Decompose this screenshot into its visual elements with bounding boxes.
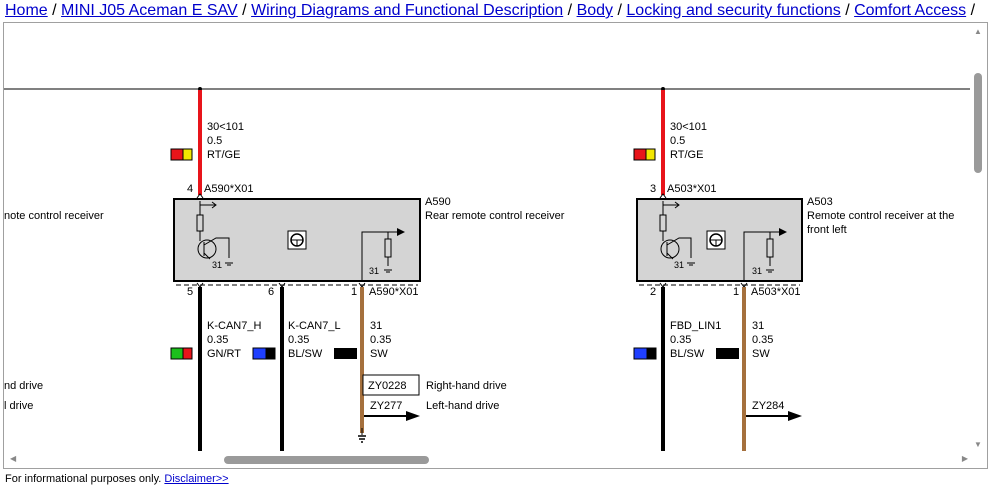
footer-text: For informational purposes only. bbox=[5, 473, 162, 485]
a590-id: A590 bbox=[425, 196, 451, 208]
a503-supply-size: 0.5 bbox=[670, 135, 685, 147]
zy0228-box bbox=[362, 374, 420, 396]
a503-inner-ground-2: 31 bbox=[752, 266, 762, 276]
a503-pin2-size: 0.35 bbox=[670, 334, 691, 346]
a503-connector-top: A503*X01 bbox=[667, 183, 717, 195]
breadcrumb-separator: / bbox=[52, 2, 57, 19]
color-swatch-black bbox=[334, 348, 357, 359]
a590-supply-size: 0.5 bbox=[207, 135, 222, 147]
transistor-symbol bbox=[197, 239, 217, 259]
a590-pin1-color: SW bbox=[370, 348, 388, 360]
a590-name: Rear remote control receiver bbox=[425, 210, 565, 222]
ground-symbol bbox=[358, 435, 366, 443]
color-swatch-black bbox=[646, 347, 657, 360]
breadcrumb-separator: / bbox=[567, 2, 573, 19]
a590-supply-signal: 30<101 bbox=[207, 121, 244, 133]
color-swatch-black bbox=[716, 348, 739, 359]
a590-zy-box-label: Right-hand drive bbox=[426, 380, 507, 392]
breadcrumb-locking-security[interactable]: Locking and security functions bbox=[626, 2, 841, 19]
a590-pin5-color: GN/RT bbox=[207, 348, 241, 360]
a503-pin-2: 2 bbox=[650, 286, 656, 298]
a590-pin6-signal: K-CAN7_L bbox=[288, 320, 341, 332]
connector-mark bbox=[196, 193, 204, 199]
a590-pin5-signal: K-CAN7_H bbox=[207, 320, 261, 332]
breadcrumb-home[interactable]: Home bbox=[5, 2, 48, 19]
a503-supply-color: RT/GE bbox=[670, 149, 703, 161]
a590-connector-top: A590*X01 bbox=[204, 183, 254, 195]
diagram-viewer[interactable]: note control receiver nd drive l drive 3… bbox=[3, 22, 988, 469]
disclaimer-link[interactable]: Disclaimer>> bbox=[164, 473, 229, 485]
a503-name-line1: Remote control receiver at the bbox=[807, 210, 954, 222]
scroll-up-icon[interactable]: ▲ bbox=[974, 27, 982, 36]
a503-pin2-signal: FBD_LIN1 bbox=[670, 320, 721, 332]
color-swatch-blue bbox=[633, 347, 648, 360]
a590-zy-arrow: ZY277 bbox=[370, 400, 402, 412]
breadcrumb-separator: / bbox=[617, 2, 622, 19]
color-swatch-green bbox=[170, 347, 184, 360]
a503-supply-pin: 3 bbox=[650, 183, 656, 195]
color-swatch-yellow bbox=[182, 148, 193, 161]
a503-zy-arrow: ZY284 bbox=[752, 400, 784, 412]
color-swatch-blue bbox=[252, 347, 267, 360]
a590-group: 30<101 0.5 RT/GE 4 A590*X01 A590 Rear re… bbox=[170, 90, 565, 453]
breadcrumb-wiring-diagrams[interactable]: Wiring Diagrams and Functional Descripti… bbox=[251, 2, 564, 19]
breadcrumb-body[interactable]: Body bbox=[576, 2, 614, 19]
a590-connector-bottom: A590*X01 bbox=[369, 286, 419, 298]
color-swatch-red bbox=[182, 347, 193, 360]
breadcrumb-separator: / bbox=[845, 2, 850, 19]
a590-pin6-size: 0.35 bbox=[288, 334, 309, 346]
a590-pin5-size: 0.35 bbox=[207, 334, 228, 346]
breadcrumb-separator: / bbox=[970, 2, 976, 19]
color-swatch-yellow bbox=[645, 148, 656, 161]
breadcrumb-comfort-access[interactable]: Comfort Access bbox=[854, 2, 967, 19]
color-swatch-black bbox=[265, 347, 276, 360]
a503-id: A503 bbox=[807, 196, 833, 208]
a503-group: 30<101 0.5 RT/GE 3 A503*X01 A503 Remote … bbox=[633, 90, 954, 453]
a590-supply-pin: 4 bbox=[187, 183, 193, 195]
transistor-symbol bbox=[660, 239, 680, 259]
a590-zy-arrow-label: Left-hand drive bbox=[426, 400, 499, 412]
breadcrumb: Home / MINI J05 Aceman E SAV / Wiring Di… bbox=[5, 2, 975, 20]
a590-pin1-signal: 31 bbox=[370, 320, 382, 332]
partial-rhd-label: nd drive bbox=[4, 380, 43, 392]
breadcrumb-vehicle[interactable]: MINI J05 Aceman E SAV bbox=[61, 2, 238, 19]
vertical-scroll-thumb[interactable] bbox=[974, 73, 982, 173]
a503-name-line2: front left bbox=[807, 224, 847, 236]
a590-pin-5: 5 bbox=[187, 286, 193, 298]
horizontal-scroll-thumb[interactable] bbox=[224, 456, 429, 464]
a503-pin-1: 1 bbox=[733, 286, 739, 298]
partial-component-label: note control receiver bbox=[4, 210, 104, 222]
a590-pin1-size: 0.35 bbox=[370, 334, 391, 346]
footer: For informational purposes only. Disclai… bbox=[5, 473, 229, 485]
scroll-right-icon[interactable]: ▶ bbox=[961, 454, 968, 463]
a503-supply-signal: 30<101 bbox=[670, 121, 707, 133]
a590-pin6-color: BL/SW bbox=[288, 348, 323, 360]
a590-supply-color: RT/GE bbox=[207, 149, 240, 161]
scroll-down-icon[interactable]: ▼ bbox=[974, 440, 982, 449]
a503-inner-ground: 31 bbox=[674, 260, 684, 270]
a503-pin1-size: 0.35 bbox=[752, 334, 773, 346]
a503-pin1-color: SW bbox=[752, 348, 770, 360]
horizontal-scrollbar[interactable]: ◀ ▶ bbox=[4, 451, 972, 468]
breadcrumb-separator: / bbox=[242, 2, 247, 19]
wiring-diagram: note control receiver nd drive l drive 3… bbox=[4, 87, 972, 453]
a503-connector-bottom: A503*X01 bbox=[751, 286, 801, 298]
a590-pin-1: 1 bbox=[351, 286, 357, 298]
a590-inner-ground: 31 bbox=[212, 260, 222, 270]
a590-inner-ground-2: 31 bbox=[369, 266, 379, 276]
scroll-left-icon[interactable]: ◀ bbox=[10, 454, 17, 463]
color-swatch-red bbox=[170, 148, 184, 161]
a590-pin-6: 6 bbox=[268, 286, 274, 298]
color-swatch-red bbox=[633, 148, 647, 161]
a590-zy-box: ZY0228 bbox=[368, 380, 407, 392]
a503-pin2-color: BL/SW bbox=[670, 348, 705, 360]
vertical-scrollbar[interactable]: ▲ ▼ bbox=[970, 23, 987, 453]
a503-pin1-signal: 31 bbox=[752, 320, 764, 332]
partial-lhd-label: l drive bbox=[4, 400, 33, 412]
